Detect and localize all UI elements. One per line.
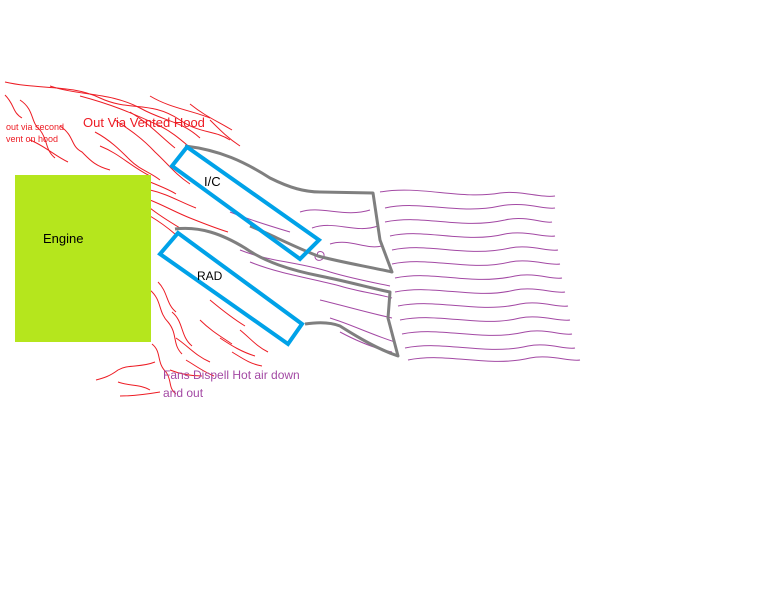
second-vent-label-line2: vent on hood xyxy=(6,134,58,144)
radiator-label: RAD xyxy=(197,269,223,283)
fans-label-line1: Fans Dispell Hot air down xyxy=(163,368,300,382)
radiator-core xyxy=(157,230,305,347)
intercooler-label: I/C xyxy=(204,174,221,189)
second-vent-label-line1: out via second xyxy=(6,122,64,132)
fans-label-line2: and out xyxy=(163,386,204,400)
engine-block xyxy=(15,175,151,342)
engine-label: Engine xyxy=(43,231,83,246)
radiator-duct xyxy=(174,226,400,358)
intercooler-core xyxy=(169,144,323,262)
intercooler-duct xyxy=(184,144,394,274)
cool-air-flow-lines xyxy=(229,189,581,362)
vented-hood-label: Out Via Vented Hood xyxy=(83,115,205,130)
